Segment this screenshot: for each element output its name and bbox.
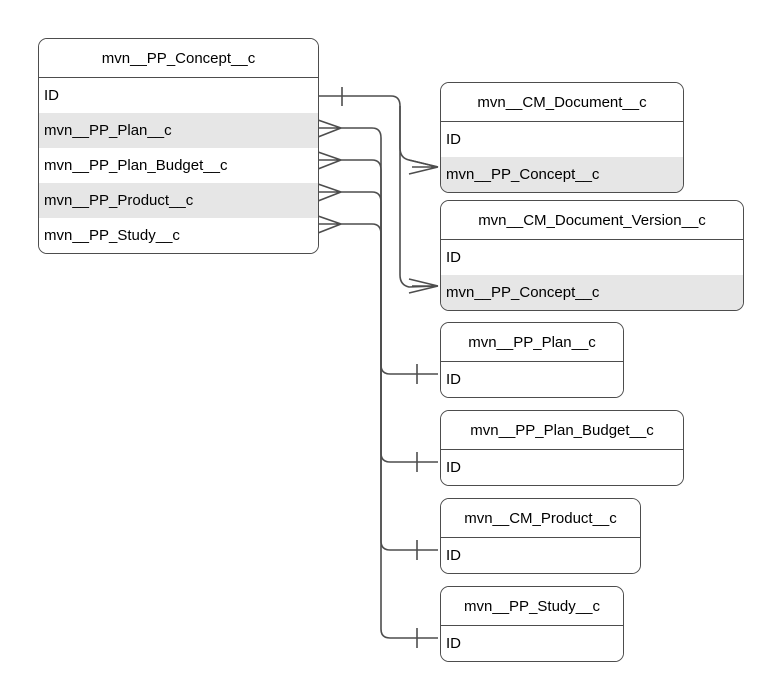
entity-field-concept-plan-budget[interactable]: mvn__PP_Plan_Budget__c (39, 148, 318, 183)
entity-mvn-cm-product[interactable]: mvn__CM_Product__c ID (440, 498, 641, 574)
entity-title-document: mvn__CM_Document__c (441, 83, 683, 122)
entity-title-study: mvn__PP_Study__c (441, 587, 623, 626)
entity-field-document-version-id[interactable]: ID (441, 240, 743, 275)
connector-concept-product (341, 191, 438, 551)
connector-concept-study (341, 223, 438, 639)
entity-field-plan-id[interactable]: ID (441, 362, 623, 397)
entity-field-concept-study[interactable]: mvn__PP_Study__c (39, 218, 318, 253)
entity-field-study-id[interactable]: ID (441, 626, 623, 661)
connector-concept-plan-budget (341, 159, 438, 463)
entity-title-document-version: mvn__CM_Document_Version__c (441, 201, 743, 240)
crowsfoot-concept-product (317, 183, 342, 202)
entity-title-plan-budget: mvn__PP_Plan_Budget__c (441, 411, 683, 450)
connector-concept-document (318, 95, 439, 168)
entity-mvn-cm-document-version[interactable]: mvn__CM_Document_Version__c ID mvn__PP_C… (440, 200, 744, 311)
crowsfoot-concept-plan (317, 119, 342, 138)
entity-field-document-version-concept[interactable]: mvn__PP_Concept__c (441, 275, 743, 310)
entity-mvn-cm-document[interactable]: mvn__CM_Document__c ID mvn__PP_Concept__… (440, 82, 684, 193)
entity-title-product: mvn__CM_Product__c (441, 499, 640, 538)
crowsfoot-document (408, 159, 439, 175)
entity-title-plan: mvn__PP_Plan__c (441, 323, 623, 362)
entity-field-plan-budget-id[interactable]: ID (441, 450, 683, 485)
entity-mvn-pp-plan[interactable]: mvn__PP_Plan__c ID (440, 322, 624, 398)
entity-field-concept-product[interactable]: mvn__PP_Product__c (39, 183, 318, 218)
connector-concept-document-version (399, 106, 439, 288)
entity-mvn-pp-plan-budget[interactable]: mvn__PP_Plan_Budget__c ID (440, 410, 684, 486)
entity-field-concept-plan[interactable]: mvn__PP_Plan__c (39, 113, 318, 148)
entity-field-document-concept[interactable]: mvn__PP_Concept__c (441, 157, 683, 192)
entity-title-concept: mvn__PP_Concept__c (39, 39, 318, 78)
crowsfoot-concept-study (317, 215, 342, 234)
entity-field-concept-id[interactable]: ID (39, 78, 318, 113)
entity-mvn-pp-concept[interactable]: mvn__PP_Concept__c ID mvn__PP_Plan__c mv… (38, 38, 319, 254)
entity-mvn-pp-study[interactable]: mvn__PP_Study__c ID (440, 586, 624, 662)
entity-field-document-id[interactable]: ID (441, 122, 683, 157)
crowsfoot-document-version (408, 278, 439, 294)
crowsfoot-concept-plan-budget (317, 151, 342, 170)
connector-concept-plan (341, 127, 438, 375)
entity-field-product-id[interactable]: ID (441, 538, 640, 573)
